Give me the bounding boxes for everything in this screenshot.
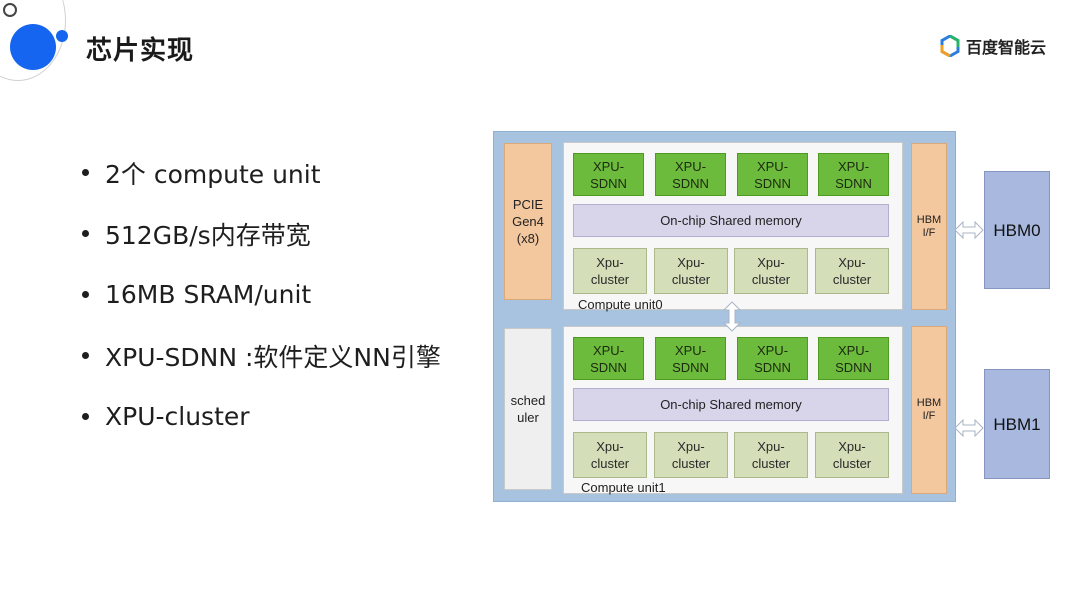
bullet-text: 2个 compute unit: [105, 159, 321, 189]
sdnn-block: XPU-SDNN: [573, 337, 644, 380]
cluster-block: Xpu-cluster: [654, 432, 728, 478]
cluster-block: Xpu-cluster: [573, 248, 647, 294]
bullet-text: 16MB SRAM/unit: [105, 280, 312, 309]
bullet-dot: [82, 291, 89, 298]
bullet-text: 512GB/s内存带宽: [105, 220, 311, 250]
bullet-item: 16MB SRAM/unit: [82, 264, 441, 325]
cluster-block: Xpu-cluster: [573, 432, 647, 478]
brand: 百度智能云: [940, 34, 1046, 58]
shared-memory-block: On-chip Shared memory: [573, 388, 889, 421]
bullet-item: 512GB/s内存带宽: [82, 203, 441, 264]
shared-memory-block: On-chip Shared memory: [573, 204, 889, 237]
brand-name: 百度智能云: [966, 38, 1047, 57]
sdnn-block: XPU-SDNN: [573, 153, 644, 196]
compute-unit-label: Compute unit0: [578, 297, 663, 312]
bullet-dot: [82, 230, 89, 237]
cluster-block: Xpu-cluster: [734, 432, 808, 478]
brand-logo-icon: [940, 35, 960, 57]
bullet-dot: [82, 169, 89, 176]
bullet-dot: [82, 352, 89, 359]
bullet-text: XPU-SDNN :软件定义NN引擎: [105, 342, 441, 372]
bullet-item: XPU-cluster: [82, 386, 441, 447]
sdnn-block: XPU-SDNN: [818, 337, 889, 380]
bullet-item: 2个 compute unit: [82, 142, 441, 203]
decorative-dot-small: [56, 30, 68, 42]
double-arrow-icon: [954, 220, 984, 240]
sdnn-block: XPU-SDNN: [818, 153, 889, 196]
sdnn-block: XPU-SDNN: [655, 337, 726, 380]
bullet-text: XPU-cluster: [105, 402, 250, 431]
sdnn-block: XPU-SDNN: [737, 153, 808, 196]
decorative-dot-large: [10, 24, 56, 70]
hbm-block: HBM1: [984, 369, 1050, 479]
decorative-ring: [3, 3, 17, 17]
cluster-block: Xpu-cluster: [815, 432, 889, 478]
sdnn-block: XPU-SDNN: [737, 337, 808, 380]
page-title: 芯片实现: [86, 36, 195, 66]
bullet-list: 2个 compute unit 512GB/s内存带宽 16MB SRAM/un…: [82, 142, 441, 447]
compute-unit-label: Compute unit1: [581, 480, 666, 495]
sdnn-block: XPU-SDNN: [655, 153, 726, 196]
hbm-block: HBM0: [984, 171, 1050, 289]
cluster-block: Xpu-cluster: [734, 248, 808, 294]
cluster-block: Xpu-cluster: [654, 248, 728, 294]
bullet-dot: [82, 413, 89, 420]
bullet-item: XPU-SDNN :软件定义NN引擎: [82, 325, 441, 386]
cluster-block: Xpu-cluster: [815, 248, 889, 294]
double-arrow-icon: [954, 418, 984, 438]
